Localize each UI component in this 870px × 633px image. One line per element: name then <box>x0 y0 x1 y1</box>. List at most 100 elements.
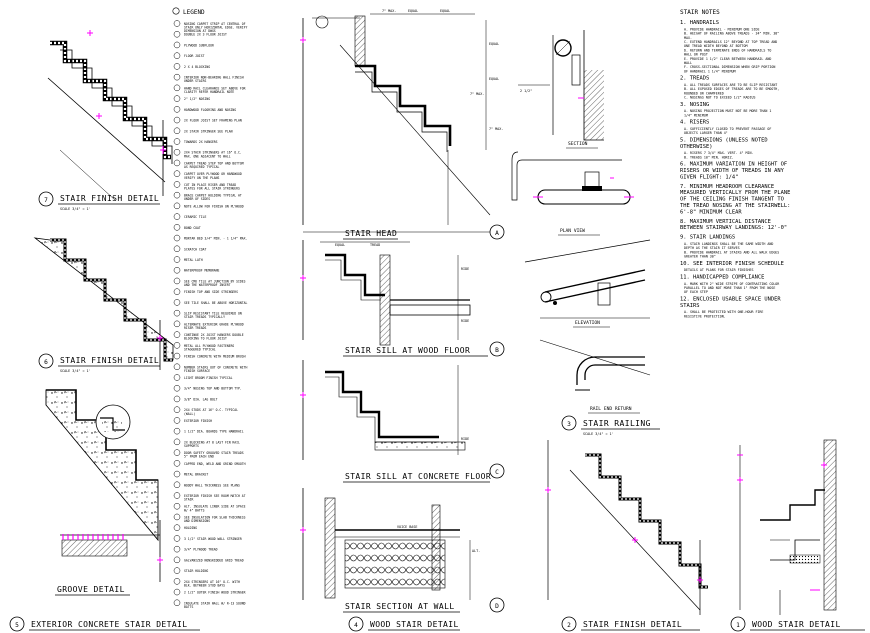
stair-note-line: D. RETURN AND TERMINATE ENDS OF HANDRAIL… <box>684 48 771 52</box>
legend-item-text: CERAMIC TILE <box>184 215 206 219</box>
detail-title: STAIR FINISH DETAIL <box>583 620 682 629</box>
dim-label: 7" MAX. <box>489 127 503 131</box>
legend-item-text: 2" 1/2" NOSING <box>184 97 210 101</box>
view-title: ELEVATION <box>575 320 600 326</box>
detail-number: 1 <box>736 622 740 629</box>
legend-item-text: NOTE ALLOW FOR FINISH ON PLYWOOD <box>184 204 244 208</box>
stair-section-at-wall: STAIR SECTION AT WALL <box>343 602 460 613</box>
legend-item-text: LIGHT BROOM FINISH TYPICAL <box>184 376 233 380</box>
section-mark-bubble <box>489 341 505 357</box>
legend-item-text: AND DIMENSIONS <box>184 519 210 523</box>
legend-item-text: 2 1/2" OUTER FINISH WOOD STRINGER <box>184 591 246 595</box>
stair-note-line: OBJECTS LARGER THAN 4" <box>684 131 728 135</box>
legend-item-text: 2X FLOOR JOIST SET FRAMING PLAN <box>184 119 242 123</box>
stair-note-line: PARALLEL TO AND NOT MORE THAN 1" FROM TH… <box>684 286 775 290</box>
dim-label: RIDE <box>461 319 469 323</box>
detail-scale: SCALE 3/4" = 1' <box>583 432 614 436</box>
legend-item-text: BOND COAT <box>184 226 201 230</box>
legend-item-text: PLYWOOD SUBFLOOR <box>184 43 214 47</box>
legend-item-bullet <box>173 342 181 349</box>
legend-item-bullet <box>173 513 181 521</box>
legend-item-text: HOLDING <box>184 526 197 530</box>
legend-item-text: DOUBLE 2X 3 FLOOR JOIST <box>184 33 227 37</box>
detail-7-stair-finish <box>47 30 173 201</box>
dim-label: RIDE <box>461 267 469 271</box>
section-mark: D <box>495 603 499 610</box>
stair-note-line: A. PROVIDE HANDRAIL - MINIMUM ONE SIDE <box>684 27 759 31</box>
legend-item-text: FINISH SURFACE <box>184 369 210 373</box>
legend-item-text: AS REQUIRED TYPICAL <box>184 165 220 169</box>
legend-item-text: STAIR <box>184 498 193 502</box>
detail-1-wood-stair <box>737 439 837 615</box>
legend-item-text: BLOCKING TO FLOOR JOIST <box>184 337 227 341</box>
detail-3-title-block: 3 STAIR RAILING SCALE 3/4" = 1' <box>561 415 660 436</box>
detail-title: STAIR SILL AT CONCRETE FLOOR <box>345 472 491 481</box>
legend-item-text: INTERIOR NON-BEARING WALL FINISH <box>184 76 244 80</box>
legend-item-text: BATTS <box>184 605 193 609</box>
legend-item-text: 2X4 STAIR STRINGERS AT 16" O.C. <box>184 151 242 155</box>
legend-item-text: METAL ALL PLYWOOD FASTENERS <box>184 344 234 348</box>
stair-note-heading: GIVEN FLIGHT: 1/4" <box>680 174 738 180</box>
stair-note-line: F. CROSS-SECTIONAL DIMENSION WHEN GRIP P… <box>684 65 775 69</box>
legend-item-bullet <box>173 427 181 435</box>
detail-number: 3 <box>567 421 571 428</box>
legend-item-text: CARPET OVER PLYWOOD OR HARDWOOD <box>184 172 242 176</box>
detail-number-bubble <box>561 616 577 632</box>
legend-item-bullet <box>173 460 181 467</box>
detail-number: 6 <box>44 359 48 366</box>
legend-item-text: FINISH CONCRETE WITH MEDIUM BRUSH <box>184 355 246 359</box>
legend-item-text: METAL LATH <box>184 258 203 262</box>
stair-note-line: WALL <box>684 61 692 65</box>
stair-note-line: C. NOSINGS NOT TO EXCEED 1/2" RADIUS <box>684 96 755 100</box>
detail-6-title-block: 6 STAIR FINISH DETAIL SCALE 3/4" = 1' <box>38 353 160 373</box>
dim-label: RIDE <box>461 437 469 441</box>
legend-item-bullet <box>173 535 181 542</box>
legend-item-bullet <box>173 170 181 177</box>
legend-item-text: HARDWOOD FLOORING AND NOSING <box>184 108 236 112</box>
legend-item-text: SCRATCH COAT <box>184 247 206 251</box>
legend-item-bullet <box>173 524 181 531</box>
detail-4-title-block: 4 WOOD STAIR DETAIL <box>348 616 460 632</box>
stair-note-heading: OF THE CEILING FINISH TANGENT TO <box>680 197 784 203</box>
legend-item-text: 2X STAIR STRINGER SEE PLAN <box>184 129 233 133</box>
stair-notes-title: STAIR NOTES <box>680 9 720 16</box>
legend-item-text: PLATES FOR ALL STAIR STRINGERS <box>184 187 240 191</box>
legend-item-bullet <box>173 556 181 564</box>
stair-note-line: WALL OR POST <box>684 53 708 57</box>
railing-elevation: ELEVATION <box>524 239 651 328</box>
detail-2-title-block: 2 STAIR FINISH DETAIL <box>561 616 700 632</box>
detail-number: 4 <box>354 622 358 629</box>
legend-item-bullet <box>173 502 181 510</box>
legend-item-text: STAGGERED TYPICAL <box>184 347 216 351</box>
stair-note-line: ROUNDED OR CHAMFERED <box>684 91 724 95</box>
detail-6-stair-finish <box>33 237 174 370</box>
detail-scale: SCALE 3/4" = 1' <box>60 207 91 211</box>
detail-title: WOOD STAIR DETAIL <box>370 620 459 629</box>
legend-item-bullet <box>173 599 181 607</box>
detail-title: STAIR SECTION AT WALL <box>345 602 455 611</box>
legend-item-text: DOOR SAFETY GROOVED STAIR TREADS <box>184 451 244 455</box>
legend-item-text: NOSING CARPET STRIP AT CENTRAL OF <box>184 22 246 26</box>
detail-2-stair-finish <box>545 440 708 615</box>
legend-item-bullet <box>173 309 181 317</box>
legend-item-bullet <box>173 127 181 135</box>
legend-item-text: SLIP RESISTANT TILE REQUIRED ON <box>184 312 242 316</box>
dim-label: VOICE BASE <box>397 525 417 529</box>
legend-item-bullet <box>173 202 181 210</box>
stair-sill-wood-floor: STAIR SILL AT WOOD FLOOR RIDE C <box>300 346 505 479</box>
legend-item-bullet <box>173 438 181 446</box>
detail-5-exterior-concrete-stair <box>45 389 163 582</box>
legend-item-bullet <box>173 567 181 574</box>
stair-note-line: GREATER THAN 30" <box>684 255 716 259</box>
detail-title: WOOD STAIR DETAIL <box>752 620 841 629</box>
detail-number: 5 <box>15 622 19 629</box>
stair-note-line: OF EACH STEP <box>684 290 708 294</box>
legend-item-text: CLARITY REFER HANDRAIL NOTE <box>184 90 234 94</box>
legend-item-text: 2X4 STRINGERS AT 16" O.C. WITH <box>184 580 240 584</box>
stair-note-line: B. PROVIDE HANDRAIL AT STAIRS AND ALL WA… <box>684 250 779 254</box>
stair-note-heading: 4. RISERS <box>680 120 709 126</box>
dim-label: EQUAL <box>335 243 345 247</box>
legend-panel: LEGEND NOSING CARPET STRIP AT CENTRAL OF… <box>172 7 247 609</box>
